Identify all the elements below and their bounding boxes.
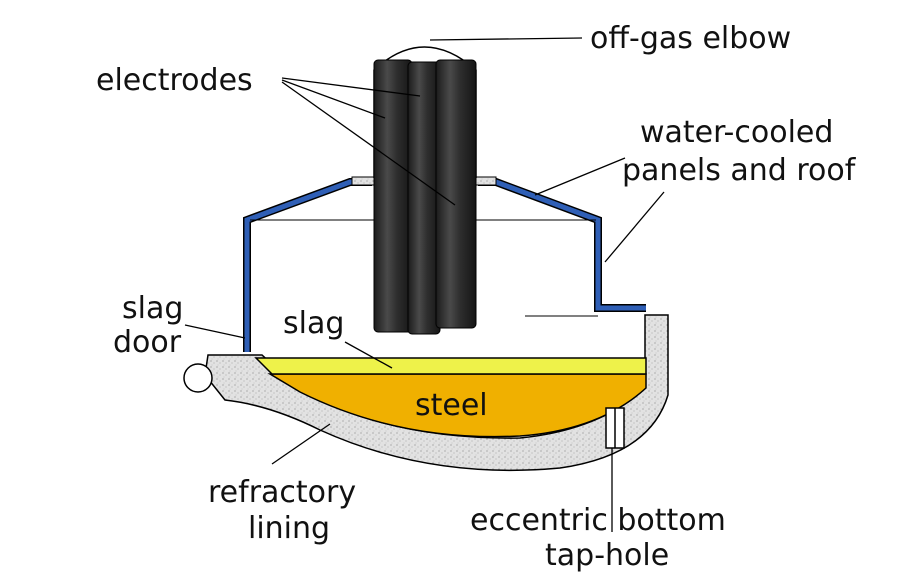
slag-layer [254,357,647,375]
label-electrodes: electrodes [96,63,253,98]
steel-pool [267,373,647,438]
label-off-gas-elbow: off-gas elbow [590,21,791,56]
electrode-3 [435,59,477,329]
electrode-2 [407,61,441,335]
roof-seal-right [473,176,497,186]
label-slag: slag [283,306,344,341]
label-water-cooled-2: panels and roof [622,153,857,188]
label-refractory-2: lining [248,511,330,546]
label-water-cooled-1: water-cooled [640,115,833,150]
slag-door-roller [183,363,213,393]
leader-lines [184,37,665,532]
label-taphole-1: eccentric bottom [470,503,726,538]
label-slag-door-2: door [113,325,182,360]
label-taphole-2: tap-hole [545,538,669,573]
roof-seal-left [351,176,375,186]
label-refractory-1: refractory [208,475,356,510]
label-slag-door-1: slag [122,291,183,326]
label-steel: steel [415,388,488,423]
electrode-1 [373,59,413,333]
